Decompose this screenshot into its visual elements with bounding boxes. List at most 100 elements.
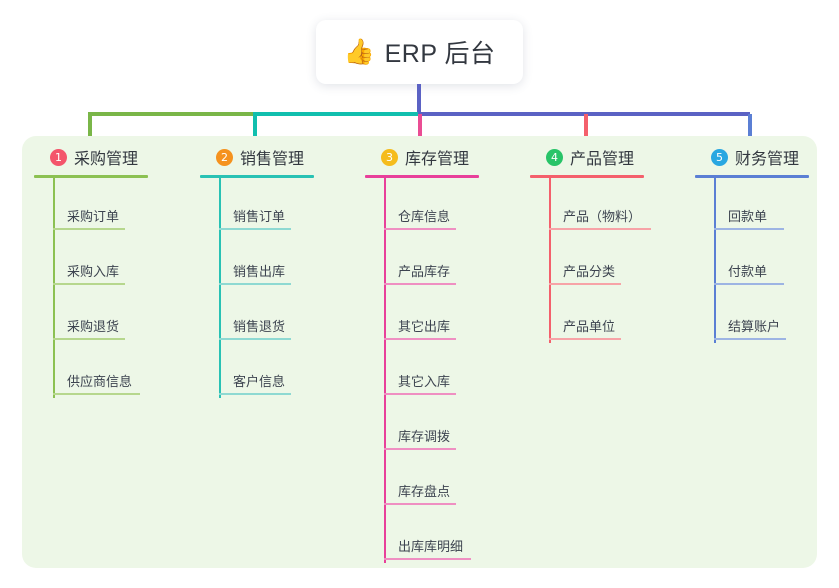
branch-product[interactable]: 4 产品管理产品（物料） 产品分类产品单位: [530, 144, 651, 343]
branch-header-product[interactable]: 4 产品管理: [530, 144, 644, 170]
leaf-item-label: 回款单: [728, 209, 768, 224]
drop-inventory: [418, 114, 422, 144]
leaf-item-label: 产品单位: [563, 319, 616, 334]
leaf-item-underline: [714, 283, 784, 285]
branch-title-product: 产品管理: [570, 151, 635, 168]
leaf-item[interactable]: 客户信息: [200, 343, 314, 398]
leaf-item-label: 产品库存: [398, 264, 451, 279]
root-trunk-connector: [417, 84, 421, 114]
leaf-item[interactable]: 销售退货: [200, 288, 314, 343]
branch-items-product: 产品（物料） 产品分类产品单位: [530, 178, 651, 343]
leaf-item-label: 出库库明细: [398, 539, 464, 554]
branch-underline-product: [530, 175, 644, 178]
branch-stem-purchasing: [53, 178, 55, 398]
leaf-item-label: 采购订单: [67, 209, 120, 224]
branch-items-sales: 销售订单销售出库销售退货客户信息: [200, 178, 314, 398]
leaf-item-label: 其它出库: [398, 319, 451, 334]
leaf-item[interactable]: 仓库信息: [365, 178, 479, 233]
leaf-item-underline: [219, 283, 291, 285]
leaf-item-label: 销售出库: [233, 264, 286, 279]
branch-number-badge-product: 4: [546, 148, 563, 166]
leaf-item-underline: [384, 448, 456, 450]
branch-stem-sales: [219, 178, 221, 398]
leaf-item[interactable]: 出库库明细: [365, 508, 479, 563]
branch-header-sales[interactable]: 2 销售管理: [200, 144, 314, 170]
leaf-item-underline: [549, 338, 621, 340]
branch-finance[interactable]: 5 财务管理回款单付款单结算账户: [695, 144, 809, 343]
leaf-item[interactable]: 回款单: [695, 178, 809, 233]
leaf-item-underline: [219, 228, 291, 230]
leaf-item-underline: [53, 228, 125, 230]
leaf-item-label: 采购入库: [67, 264, 120, 279]
leaf-item[interactable]: 销售出库: [200, 233, 314, 288]
leaf-item[interactable]: 产品（物料）: [530, 178, 651, 233]
branch-items-finance: 回款单付款单结算账户: [695, 178, 809, 343]
leaf-item-label: 库存盘点: [398, 484, 451, 499]
leaf-item[interactable]: 采购订单: [34, 178, 148, 233]
leaf-item-underline: [219, 338, 291, 340]
leaf-item-label: 供应商信息: [67, 374, 133, 389]
leaf-item[interactable]: 产品库存: [365, 233, 479, 288]
leaf-item[interactable]: 结算账户: [695, 288, 809, 343]
branch-title-inventory: 库存管理: [405, 151, 470, 168]
branch-purchasing[interactable]: 1 采购管理采购订单采购入库采购退货供应商信息: [34, 144, 148, 398]
leaf-item-label: 仓库信息: [398, 209, 451, 224]
drop-finance: [748, 114, 752, 144]
leaf-item-underline: [53, 393, 140, 395]
thumbs-up-emoji: 👍: [343, 37, 375, 66]
leaf-item[interactable]: 采购退货: [34, 288, 148, 343]
leaf-item-underline: [549, 283, 621, 285]
leaf-item[interactable]: 库存调拨: [365, 398, 479, 453]
branch-stem-product: [549, 178, 551, 343]
branch-title-purchasing: 采购管理: [74, 151, 139, 168]
leaf-item-underline: [384, 558, 471, 560]
leaf-item-label: 结算账户: [728, 319, 781, 334]
branch-number-badge-purchasing: 1: [50, 148, 67, 166]
drop-product: [584, 114, 588, 144]
leaf-item-label: 付款单: [728, 264, 768, 279]
leaf-item-underline: [384, 338, 456, 340]
branch-number-badge-sales: 2: [216, 148, 233, 166]
branch-items-purchasing: 采购订单采购入库采购退货供应商信息: [34, 178, 148, 398]
branch-title-sales: 销售管理: [240, 151, 305, 168]
branch-inventory[interactable]: 3 库存管理仓库信息产品库存其它出库其它入库库存调拨库存盘点出库库明细: [365, 144, 479, 563]
leaf-item-label: 客户信息: [233, 374, 286, 389]
leaf-item[interactable]: 供应商信息: [34, 343, 148, 398]
leaf-item-label: 库存调拨: [398, 429, 451, 444]
branch-underline-purchasing: [34, 175, 148, 178]
leaf-item[interactable]: 库存盘点: [365, 453, 479, 508]
branch-underline-sales: [200, 175, 314, 178]
leaf-item-underline: [384, 393, 456, 395]
branch-stem-finance: [714, 178, 716, 343]
leaf-item[interactable]: 其它入库: [365, 343, 479, 398]
branch-header-inventory[interactable]: 3 库存管理: [365, 144, 479, 170]
branch-stem-inventory: [384, 178, 386, 563]
leaf-item[interactable]: 其它出库: [365, 288, 479, 343]
branch-underline-inventory: [365, 175, 479, 178]
leaf-item-underline: [219, 393, 291, 395]
leaf-item-label: 销售退货: [233, 319, 286, 334]
leaf-item[interactable]: 销售订单: [200, 178, 314, 233]
branch-number-badge-inventory: 3: [381, 148, 398, 166]
branch-title-finance: 财务管理: [735, 151, 800, 168]
leaf-item-underline: [384, 228, 456, 230]
branch-header-purchasing[interactable]: 1 采购管理: [34, 144, 148, 170]
branch-sales[interactable]: 2 销售管理销售订单销售出库销售退货客户信息: [200, 144, 314, 398]
root-node[interactable]: 👍 ERP 后台: [316, 20, 523, 84]
leaf-item[interactable]: 产品单位: [530, 288, 644, 343]
leaf-item-label: 其它入库: [398, 374, 451, 389]
leaf-item[interactable]: 采购入库: [34, 233, 148, 288]
leaf-item-label: 销售订单: [233, 209, 286, 224]
leaf-item[interactable]: 产品分类: [530, 233, 644, 288]
branch-number-badge-finance: 5: [711, 148, 728, 166]
leaf-item-label: 产品（物料）: [563, 209, 642, 224]
branch-header-finance[interactable]: 5 财务管理: [695, 144, 809, 170]
drop-sales: [253, 114, 257, 144]
leaf-item-underline: [384, 283, 456, 285]
leaf-item-label: 采购退货: [67, 319, 120, 334]
leaf-item[interactable]: 付款单: [695, 233, 809, 288]
branch-items-inventory: 仓库信息产品库存其它出库其它入库库存调拨库存盘点出库库明细: [365, 178, 479, 563]
leaf-item-underline: [714, 338, 786, 340]
branch-underline-finance: [695, 175, 809, 178]
